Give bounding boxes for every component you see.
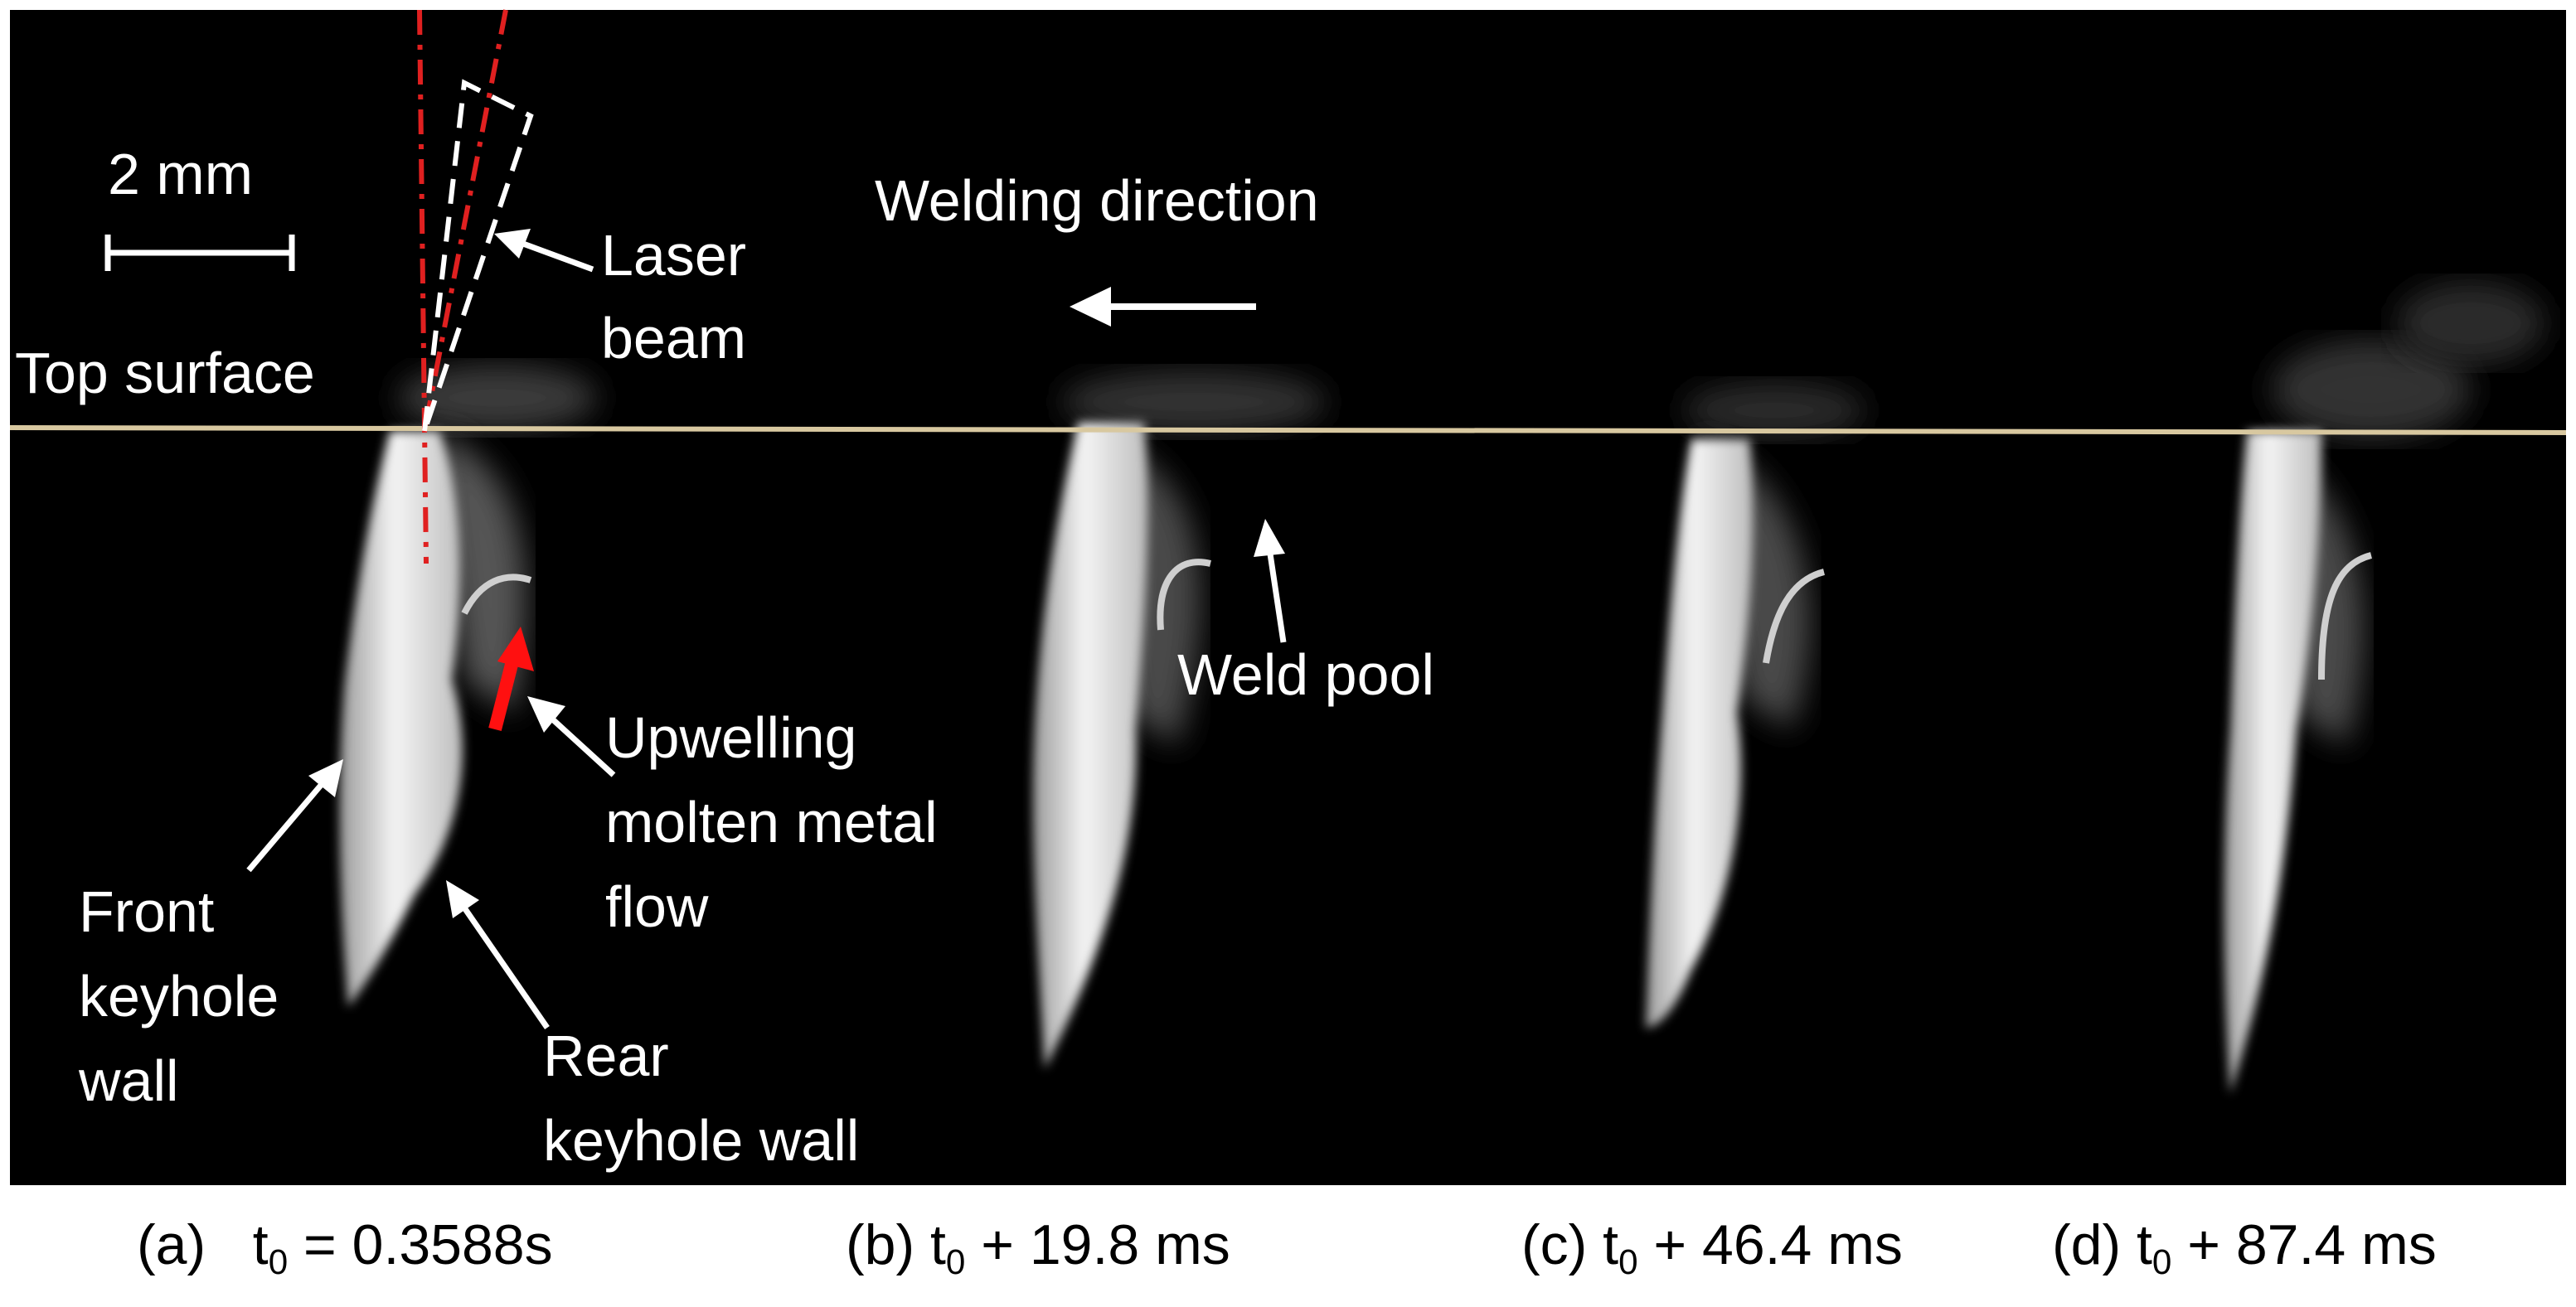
top-surface-label: Top surface bbox=[15, 341, 315, 405]
weld-pool-arrow bbox=[1265, 542, 1287, 643]
laser-beam-label-line-1: Laser bbox=[601, 223, 747, 288]
plume-d bbox=[2396, 282, 2545, 365]
welding-direction-label: Welding direction bbox=[875, 168, 1319, 233]
top-surface-line bbox=[9, 425, 2567, 435]
upwelling-label-line-3: flow bbox=[605, 874, 709, 939]
rear-wall-arrowhead bbox=[446, 880, 479, 918]
rear-wall-rim-c bbox=[1763, 569, 1826, 664]
laser-beam-cone bbox=[422, 79, 534, 432]
upwelling-label-line-2: molten metal bbox=[605, 790, 938, 854]
rear-wall-rim-d bbox=[2318, 552, 2373, 680]
front-wall-arrow bbox=[246, 775, 330, 873]
keyhole-d bbox=[2224, 431, 2321, 1094]
rear-wall-arrow bbox=[458, 900, 550, 1029]
caption-a: (a) t0 = 0.3588s bbox=[137, 1213, 553, 1281]
keyhole-c bbox=[1646, 439, 1754, 1028]
rear-wall-label-line-1: Rear bbox=[543, 1024, 669, 1088]
front-wall-label-line-3: wall bbox=[79, 1048, 179, 1113]
caption-b: (b) t0 + 19.8 ms bbox=[846, 1213, 1230, 1281]
upwelling-label-arrow bbox=[545, 712, 616, 777]
vapor-glow-a bbox=[398, 365, 597, 431]
front-wall-label-line-2: keyhole bbox=[79, 964, 279, 1029]
weld-pool-arrowhead bbox=[1254, 519, 1285, 557]
vapor-glow-b bbox=[1061, 370, 1327, 433]
vapor-glow-c bbox=[1683, 382, 1865, 438]
beam-axis-line-1 bbox=[417, 9, 429, 564]
caption-c: (c) t0 + 46.4 ms bbox=[1521, 1213, 1903, 1281]
rear-wall-rim-a bbox=[461, 574, 532, 615]
welding-direction-arrowhead bbox=[1070, 287, 1111, 327]
keyhole-b bbox=[1032, 423, 1148, 1069]
laser-beam-arrow bbox=[512, 237, 594, 273]
upwelling-label-arrowhead bbox=[527, 696, 565, 733]
beam-axis-line-2 bbox=[422, 9, 508, 432]
upwelling-flow-arrow bbox=[488, 653, 521, 731]
caption-d: (d) t0 + 87.4 ms bbox=[2052, 1213, 2437, 1281]
rear-wall-rim-b bbox=[1157, 559, 1211, 631]
upwelling-flow-arrowhead bbox=[497, 627, 534, 671]
laser-beam-label-line-2: beam bbox=[601, 306, 747, 370]
rear-wall-label-line-2: keyhole wall bbox=[543, 1108, 860, 1173]
upwelling-label-line-1: Upwelling bbox=[605, 705, 857, 770]
vapor-glow-d bbox=[2272, 340, 2471, 439]
keyhole-a bbox=[339, 431, 463, 1007]
laser-beam-arrowhead bbox=[494, 229, 531, 259]
front-wall-arrowhead bbox=[308, 759, 343, 797]
scale-bar-label: 2 mm bbox=[108, 142, 253, 206]
weld-pool-label: Weld pool bbox=[1177, 642, 1435, 707]
front-wall-label-line-1: Front bbox=[79, 879, 215, 944]
